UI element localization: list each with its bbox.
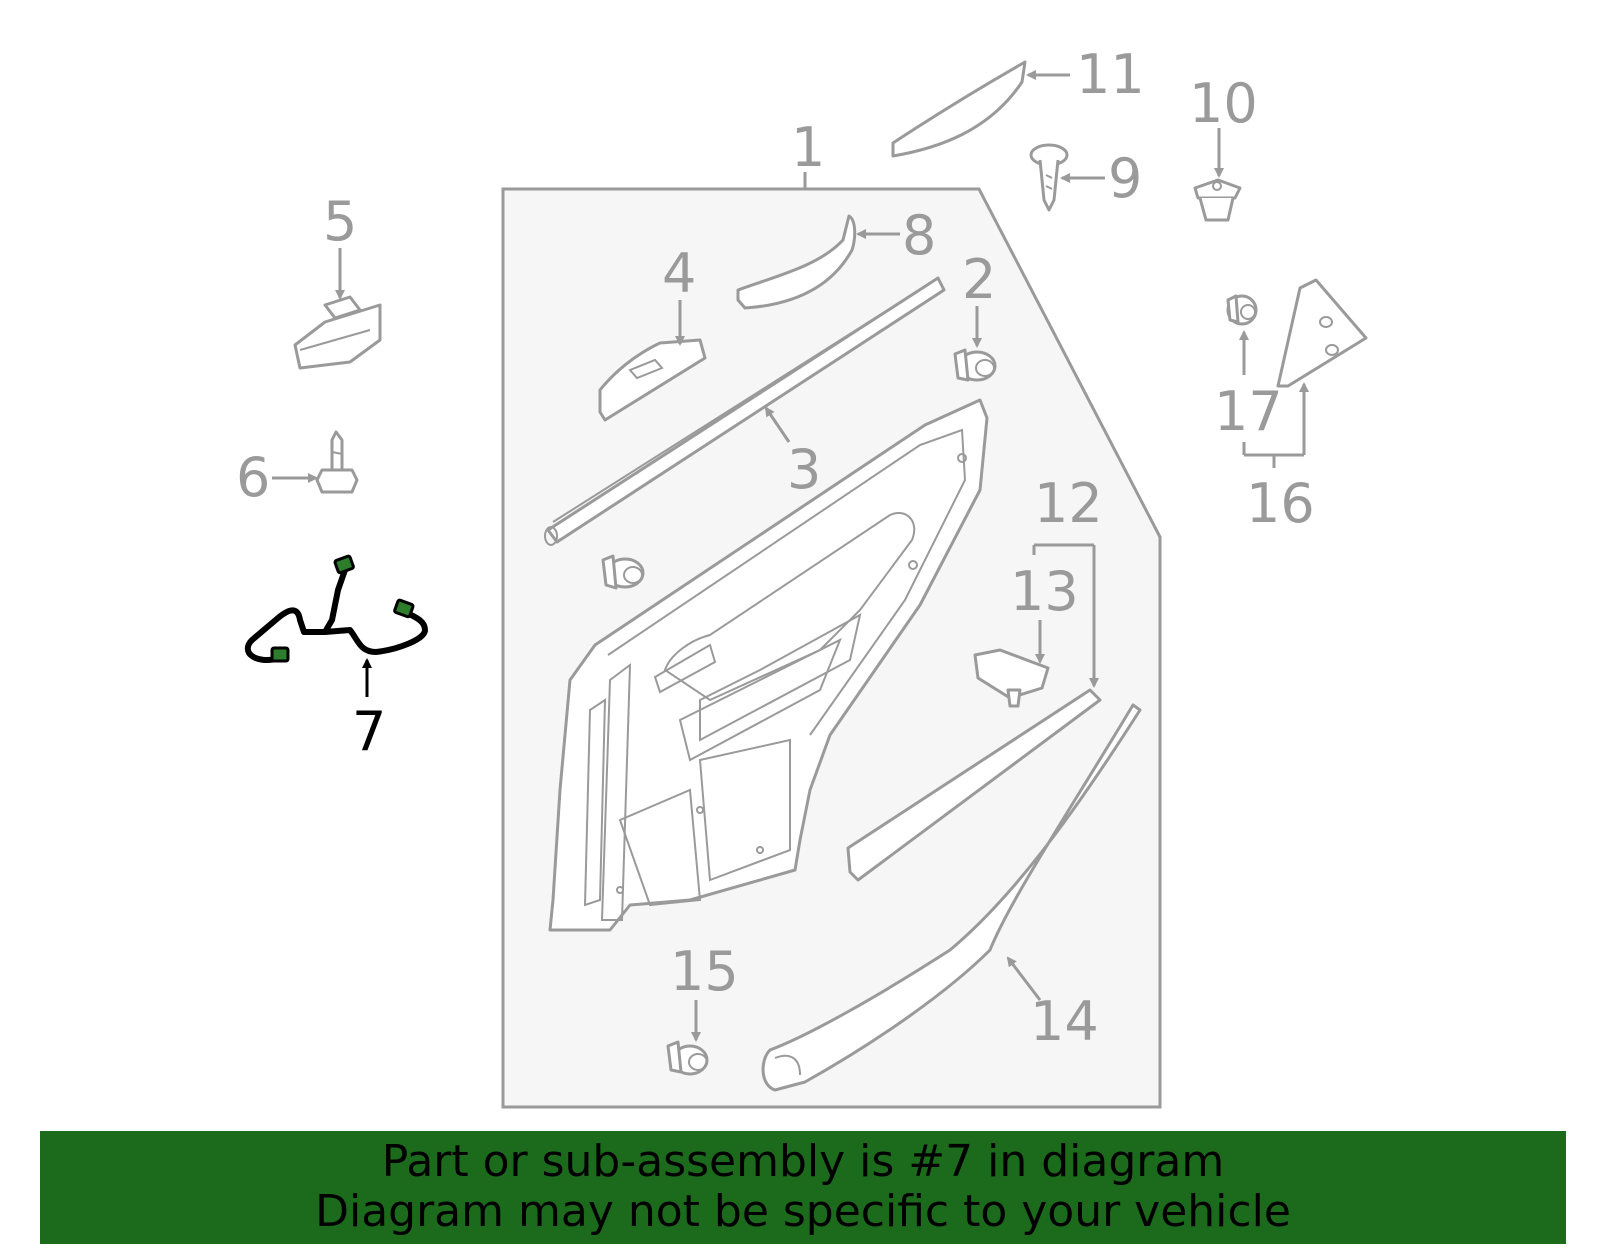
part-5-switch[interactable] (293, 248, 382, 370)
callout-8: 8 (902, 204, 936, 267)
part-16-corner-trim[interactable] (1276, 278, 1368, 388)
part-10-nut-clip[interactable] (1193, 128, 1242, 222)
part-7-wiring-harness[interactable] (244, 554, 428, 697)
callout-17: 17 (1214, 380, 1283, 443)
part-6-bolt[interactable] (272, 430, 359, 494)
part-15-clip[interactable] (666, 1000, 709, 1076)
callout-14: 14 (1030, 990, 1099, 1053)
callout-1: 1 (791, 116, 825, 179)
info-banner: Part or sub-assembly is #7 in diagram Di… (40, 1131, 1566, 1244)
part-9-screw[interactable] (1029, 143, 1105, 212)
callout-16-17-leaders (1239, 330, 1309, 468)
part-17-clip[interactable] (1226, 294, 1258, 326)
panel-clip (601, 554, 645, 590)
part-3-weatherstrip[interactable] (544, 276, 946, 546)
part-14-lower-molding[interactable] (761, 703, 1142, 1092)
callout-9: 9 (1108, 147, 1142, 210)
callout-4: 4 (662, 242, 696, 305)
callout-10: 10 (1189, 72, 1258, 135)
part-11-trim-strip[interactable] (891, 60, 1070, 158)
part-13-retainer[interactable] (973, 620, 1050, 708)
banner-line-disclaimer: Diagram may not be specific to your vehi… (315, 1186, 1291, 1237)
part-2-clip[interactable] (953, 306, 997, 382)
part-4-switch-bezel[interactable] (598, 300, 707, 422)
callout-6: 6 (236, 446, 270, 509)
part-8-handle-cover[interactable] (736, 214, 900, 310)
callout-5: 5 (323, 190, 357, 253)
callout-2: 2 (962, 248, 996, 311)
callout-7: 7 (352, 700, 386, 763)
callout-16: 16 (1246, 472, 1315, 535)
part-12-garnish[interactable] (846, 543, 1102, 882)
banner-line-part-number: Part or sub-assembly is #7 in diagram (381, 1136, 1225, 1187)
callout-3: 3 (787, 438, 821, 501)
callout-15: 15 (670, 940, 739, 1003)
callout-12: 12 (1034, 472, 1103, 535)
callout-11: 11 (1076, 43, 1145, 106)
part-1-door-trim-panel[interactable] (548, 398, 989, 932)
callout-13: 13 (1010, 560, 1079, 623)
